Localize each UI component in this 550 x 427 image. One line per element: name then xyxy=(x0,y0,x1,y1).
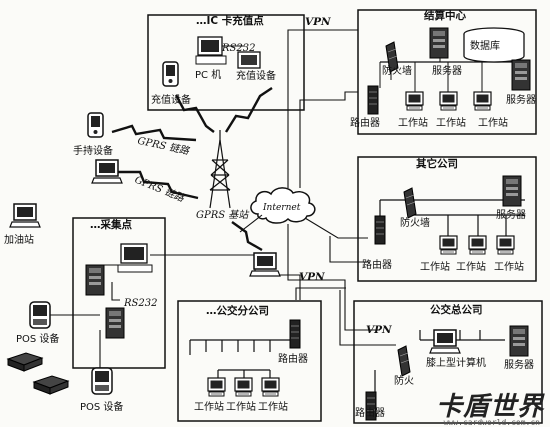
other-ws2-label: 工作站 xyxy=(456,262,486,273)
ic-pc xyxy=(195,36,245,65)
mobile-laptop xyxy=(249,252,281,277)
card-reader1 xyxy=(7,352,43,372)
vpn-top-label: VPN xyxy=(305,16,331,28)
gas-station-laptop xyxy=(9,203,41,228)
hq-router-label: 路由器 xyxy=(355,408,385,419)
internet-cloud xyxy=(250,187,316,224)
branch-title: …公交分公司 xyxy=(206,305,269,317)
branch-ws1-label: 工作站 xyxy=(194,402,224,413)
branch-ws2-label: 工作站 xyxy=(226,402,256,413)
ic-recharge-device-label: 充值设备 xyxy=(236,71,276,82)
hq-firewall-label: 防火 xyxy=(394,376,414,387)
branch-ws3-label: 工作站 xyxy=(258,402,288,413)
hq-title: 公交总公司 xyxy=(430,304,483,316)
settlement-ws3-label: 工作站 xyxy=(478,118,508,129)
settlement-ws1-label: 工作站 xyxy=(398,118,428,129)
ic-recharge-device xyxy=(237,51,261,69)
hq-server xyxy=(509,325,529,357)
settlement-router xyxy=(367,85,379,115)
settlement-title: 结算中心 xyxy=(424,10,466,22)
vpn-mid-label: VPN xyxy=(299,271,325,283)
gprs-links xyxy=(111,87,273,252)
other-ws1 xyxy=(439,235,458,255)
handheld-label: 手持设备 xyxy=(73,146,113,157)
hq-laptop-label: 膝上型计算机 xyxy=(426,358,486,369)
branch-router-label: 路由器 xyxy=(278,354,308,365)
watermark-url: www.cardworld.com.cn xyxy=(443,418,540,427)
vpn-bottom-label: VPN xyxy=(366,324,392,336)
hq-box xyxy=(353,300,543,424)
rs232-ic-label: RS232 xyxy=(222,43,256,54)
settlement-database-label: 数据库 xyxy=(470,41,500,52)
other-firewall xyxy=(403,187,417,219)
settlement-server2-label: 服务器 xyxy=(506,95,536,106)
settlement-ws1 xyxy=(405,91,424,111)
gprs-tower xyxy=(209,130,231,209)
pos-device1 xyxy=(29,301,51,329)
card-reader2 xyxy=(33,375,69,395)
network-lines xyxy=(150,29,396,346)
other-router-label: 路由器 xyxy=(362,260,392,271)
ic-pc-label: PC 机 xyxy=(195,70,222,81)
gas-station-label: 加油站 xyxy=(4,235,34,246)
other-router xyxy=(374,215,386,245)
collect-server1 xyxy=(85,264,105,296)
settlement-ws2-label: 工作站 xyxy=(436,118,466,129)
collect-pc xyxy=(117,243,153,273)
other-ws3 xyxy=(496,235,515,255)
laptop-gprs xyxy=(91,159,123,184)
settlement-server1-label: 服务器 xyxy=(432,66,462,77)
collect-box xyxy=(72,217,166,369)
pos2-label: POS 设备 xyxy=(80,402,124,413)
pos-device2 xyxy=(91,367,113,395)
settlement-firewall-label: 防火墙 xyxy=(382,66,412,77)
hq-firewall xyxy=(397,345,411,377)
settlement-server2 xyxy=(511,59,531,91)
settlement-ws3 xyxy=(473,91,492,111)
branch-router xyxy=(289,319,301,349)
collect-server2 xyxy=(105,307,125,339)
branch-ws2 xyxy=(234,377,253,397)
settlement-box xyxy=(357,9,537,135)
other-company-box xyxy=(357,156,537,282)
ic-handheld-recharge xyxy=(162,61,179,87)
settlement-server1 xyxy=(429,27,449,59)
rs232-collect-label: RS232 xyxy=(124,298,158,309)
branch-box xyxy=(177,300,322,422)
other-title: 其它公司 xyxy=(416,158,458,170)
internet-label: Internet xyxy=(263,203,301,213)
gprs-base-label: GPRS 基站 xyxy=(196,210,249,221)
ic-station-title: …IC 卡充值点 xyxy=(196,15,264,27)
other-server-label: 服务器 xyxy=(496,210,526,221)
watermark-logo: 卡盾世界 xyxy=(435,392,544,422)
branch-lines xyxy=(189,339,295,378)
other-server xyxy=(502,175,522,207)
pos1-label: POS 设备 xyxy=(16,334,60,345)
collect-title: …采集点 xyxy=(90,219,132,231)
hq-server-label: 服务器 xyxy=(504,360,534,371)
branch-ws3 xyxy=(261,377,280,397)
settlement-ws2 xyxy=(439,91,458,111)
other-ws1-label: 工作站 xyxy=(420,262,450,273)
hq-laptop xyxy=(429,329,461,354)
other-ws2 xyxy=(468,235,487,255)
branch-ws1 xyxy=(207,377,226,397)
ic-station-box xyxy=(147,14,305,111)
ic-recharge-device2-label: 充值设备 xyxy=(151,95,191,106)
settlement-database xyxy=(463,27,525,63)
settlement-router-label: 路由器 xyxy=(350,118,380,129)
other-ws3-label: 工作站 xyxy=(494,262,524,273)
other-firewall-label: 防火墙 xyxy=(400,218,430,229)
handheld-device xyxy=(87,112,104,138)
